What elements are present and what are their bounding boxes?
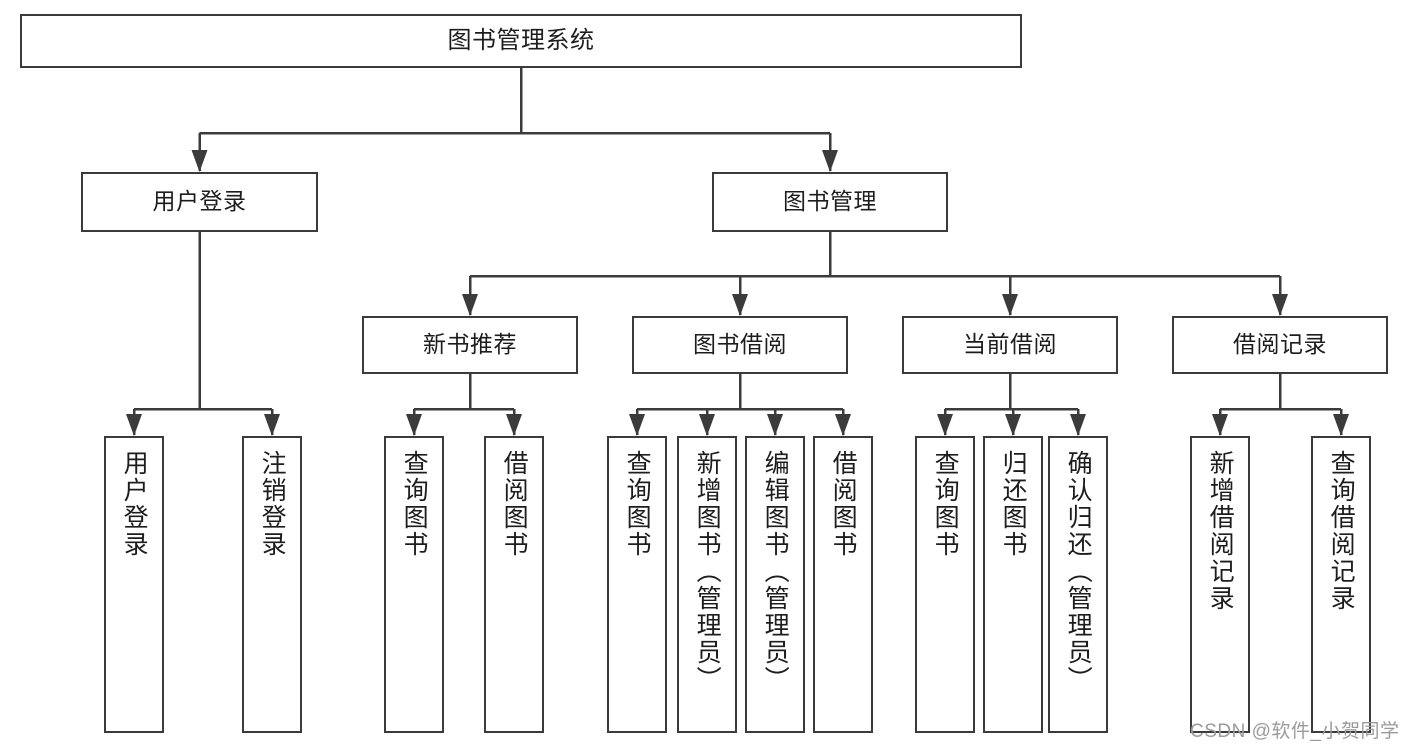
node-leaf-borrow-edit[interactable]: 编辑图书（管理员） <box>745 436 805 733</box>
node-leaf-rec-query[interactable]: 查询图书 <box>384 436 444 733</box>
node-label: 借阅图书 <box>500 450 529 558</box>
node-label: 查询图书 <box>623 450 652 558</box>
node-leaf-record-query[interactable]: 查询借阅记录 <box>1311 436 1371 733</box>
node-leaf-current-query[interactable]: 查询图书 <box>915 436 975 733</box>
node-leaf-current-confirm[interactable]: 确认归还（管理员） <box>1048 436 1108 733</box>
node-label: 查询图书 <box>931 450 960 558</box>
node-label: 用户登录 <box>152 188 247 215</box>
node-book-borrow[interactable]: 图书借阅 <box>632 316 848 374</box>
node-current-borrow[interactable]: 当前借阅 <box>902 316 1118 374</box>
node-leaf-borrow-add[interactable]: 新增图书（管理员） <box>677 436 737 733</box>
node-label: 图书管理系统 <box>447 26 595 54</box>
node-label: 查询借阅记录 <box>1327 450 1356 612</box>
node-leaf-borrow-do[interactable]: 借阅图书 <box>813 436 873 733</box>
node-label: 查询图书 <box>400 450 429 558</box>
node-label: 用户登录 <box>120 450 149 558</box>
node-user-login[interactable]: 用户登录 <box>81 172 318 232</box>
node-leaf-user-logout[interactable]: 注销登录 <box>242 436 302 733</box>
node-leaf-borrow-query[interactable]: 查询图书 <box>607 436 667 733</box>
node-label: 借阅记录 <box>1233 331 1327 358</box>
node-label: 确认归还（管理员） <box>1064 450 1093 693</box>
node-root[interactable]: 图书管理系统 <box>20 14 1022 68</box>
node-label: 图书借阅 <box>693 331 787 358</box>
node-label: 当前借阅 <box>963 331 1057 358</box>
node-leaf-rec-borrow[interactable]: 借阅图书 <box>484 436 544 733</box>
node-label: 图书管理 <box>783 188 877 215</box>
node-label: 新增借阅记录 <box>1206 450 1235 612</box>
node-label: 新增图书（管理员） <box>693 450 722 693</box>
node-leaf-current-return[interactable]: 归还图书 <box>983 436 1043 733</box>
node-label: 归还图书 <box>999 450 1028 558</box>
node-leaf-record-add[interactable]: 新增借阅记录 <box>1190 436 1250 733</box>
node-leaf-user-login[interactable]: 用户登录 <box>104 436 164 733</box>
node-new-book-rec[interactable]: 新书推荐 <box>362 316 578 374</box>
csdn-watermark: CSDN @软件_小贺同学 <box>1190 721 1400 742</box>
node-borrow-record[interactable]: 借阅记录 <box>1172 316 1388 374</box>
node-label: 编辑图书（管理员） <box>761 450 790 693</box>
node-book-manage[interactable]: 图书管理 <box>712 172 948 232</box>
node-label: 新书推荐 <box>423 331 517 358</box>
node-label: 借阅图书 <box>829 450 858 558</box>
node-label: 注销登录 <box>258 450 287 558</box>
